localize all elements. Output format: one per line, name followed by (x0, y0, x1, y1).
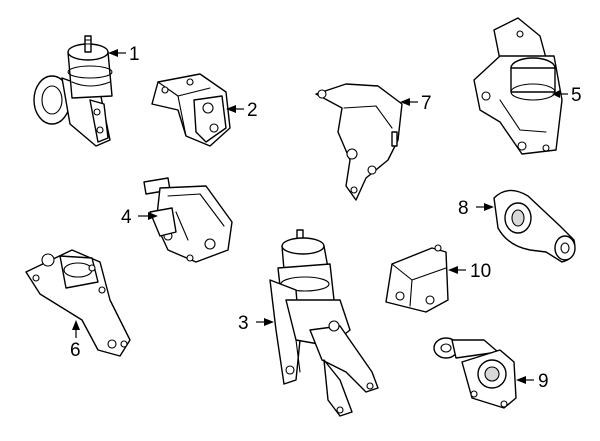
callout-1: 1 (129, 44, 140, 65)
part-4-transmission-mount (143, 177, 233, 263)
part-10-small-bracket (385, 244, 449, 313)
callout-leaders (72, 49, 568, 384)
callout-10: 10 (470, 261, 491, 282)
callout-5: 5 (571, 85, 582, 106)
callout-3: 3 (238, 313, 249, 334)
callout-8: 8 (458, 198, 469, 219)
callout-2: 2 (247, 100, 258, 121)
callout-6: 6 (70, 340, 81, 361)
part-7-upper-bracket (315, 83, 403, 201)
callout-9: 9 (538, 371, 549, 392)
part-6-bracket-plate (25, 249, 131, 357)
part-8-torque-rod (493, 189, 576, 263)
callout-4: 4 (121, 207, 132, 228)
part-2-bracket (151, 73, 231, 147)
part-3-mount-assembly (269, 229, 379, 417)
part-5-engine-mount (473, 17, 563, 155)
callout-numbers: 1 2 3 4 5 6 7 8 9 10 (70, 44, 582, 392)
part-9-link-bushing (433, 337, 517, 409)
part-1-engine-mount (33, 35, 113, 147)
callout-7: 7 (421, 93, 432, 114)
